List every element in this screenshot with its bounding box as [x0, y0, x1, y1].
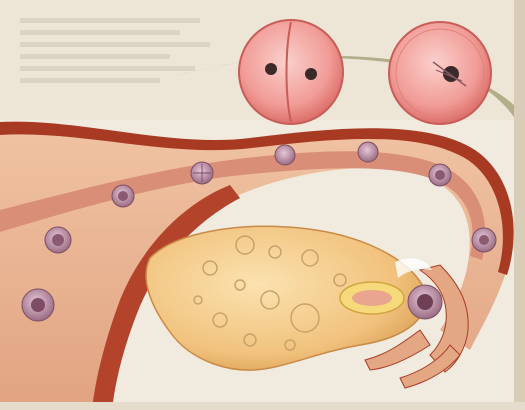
corpus-luteum-core [352, 290, 392, 306]
two-cell-zygote-icon [239, 20, 343, 124]
stage-four-cell [191, 162, 213, 184]
stage-cell-7 [429, 164, 451, 186]
released-ovum [408, 285, 442, 319]
bottom-border [0, 402, 525, 410]
stage-morula [112, 185, 134, 207]
stage-cell-5 [275, 145, 295, 165]
stage-egg-2 [45, 227, 71, 253]
stage-egg-1 [22, 289, 54, 321]
page-edge [514, 0, 525, 410]
stage-cell-8 [472, 228, 496, 252]
fertilized-egg-icon [389, 22, 491, 124]
stage-cell-6 [358, 142, 378, 162]
